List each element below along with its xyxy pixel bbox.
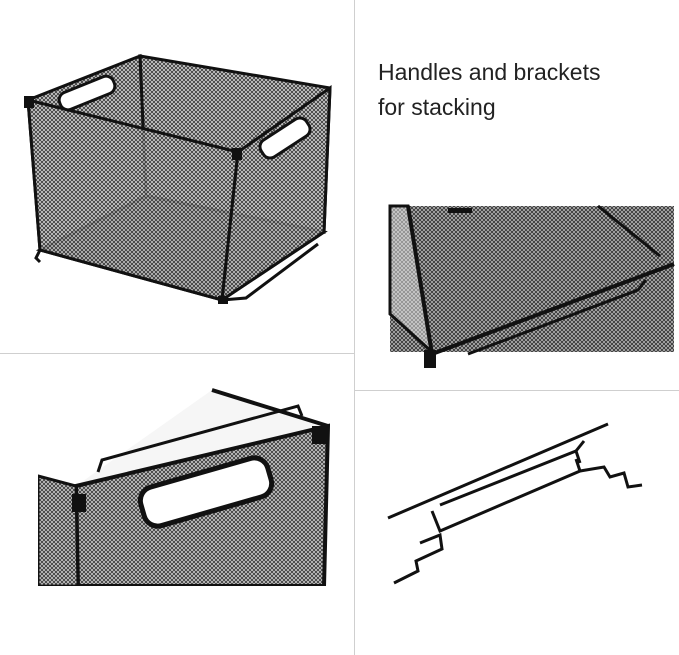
handle-closeup-icon xyxy=(38,388,330,586)
vertical-divider xyxy=(354,0,355,655)
handle-closeup-panel xyxy=(38,386,330,586)
horizontal-divider-right xyxy=(355,390,679,391)
caption-line-1: Handles and brackets xyxy=(378,59,601,85)
caption-text: Handles and brackets for stacking xyxy=(378,55,600,125)
stacking-bracket-closeup-panel xyxy=(388,204,678,372)
mesh-crate-icon xyxy=(24,53,332,304)
bracket-line-icon xyxy=(387,422,643,585)
bracket-diagram-panel xyxy=(380,415,660,595)
crate-overview-panel xyxy=(0,0,354,353)
horizontal-divider-left xyxy=(0,353,354,354)
bracket-closeup-icon xyxy=(388,204,675,368)
caption-line-2: for stacking xyxy=(378,94,496,120)
